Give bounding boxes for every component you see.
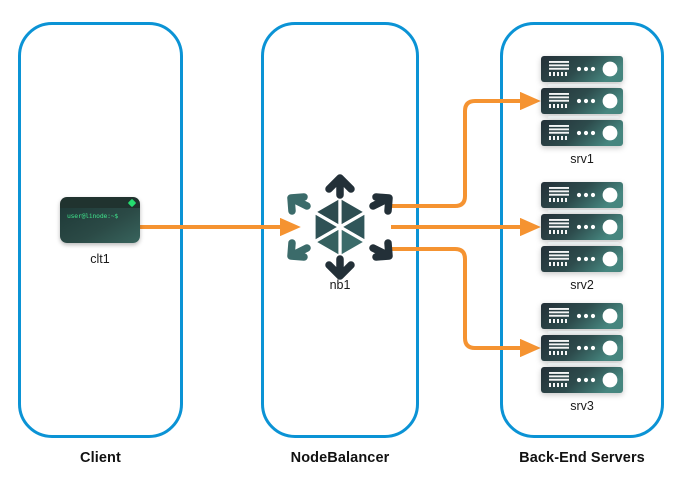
zone-label-client: Client xyxy=(80,450,121,466)
zone-client xyxy=(18,22,183,438)
terminal-prompt-text: user@linode:~$ xyxy=(67,212,119,220)
server-rack-icon-srv2 xyxy=(541,182,623,272)
terminal-body xyxy=(60,208,140,243)
connector-nb1-to-srv1 xyxy=(389,91,541,208)
server-rack-icon-srv1 xyxy=(541,56,623,146)
node-label-clt1: clt1 xyxy=(90,252,110,266)
connector-nb1-to-srv3 xyxy=(389,247,541,358)
node-label-srv1: srv1 xyxy=(570,152,594,166)
zone-label-nodebalancer: NodeBalancer xyxy=(290,450,390,466)
zone-backend-servers xyxy=(500,22,664,438)
server-rack-icon-srv3 xyxy=(541,303,623,393)
terminal-title-bar xyxy=(60,197,140,208)
terminal-icon: user@linode:~$ xyxy=(60,197,140,243)
node-label-srv3: srv3 xyxy=(570,399,594,413)
zone-label-backend-servers: Back-End Servers xyxy=(519,450,645,466)
node-label-nb1: nb1 xyxy=(329,278,351,292)
node-label-srv2: srv2 xyxy=(570,278,594,292)
zone-nodebalancer xyxy=(261,22,419,438)
